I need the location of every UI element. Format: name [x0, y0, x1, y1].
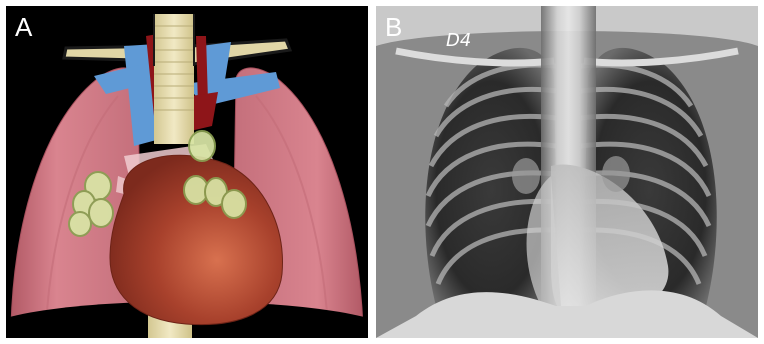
mediastinal-illustration: [6, 6, 368, 338]
film-marker: D4: [446, 30, 471, 51]
lymph-node: [189, 131, 215, 161]
panel-a-label: A: [15, 14, 32, 40]
panel-a-illustration: A: [6, 6, 368, 338]
panel-b-chest-xray: B: [376, 6, 758, 338]
lymph-node: [89, 199, 113, 227]
chest-radiograph: D4: [376, 6, 758, 338]
panel-b-label: B: [385, 14, 402, 40]
lymph-node: [222, 190, 246, 218]
lymph-node: [69, 212, 91, 236]
trachea: [154, 14, 194, 144]
